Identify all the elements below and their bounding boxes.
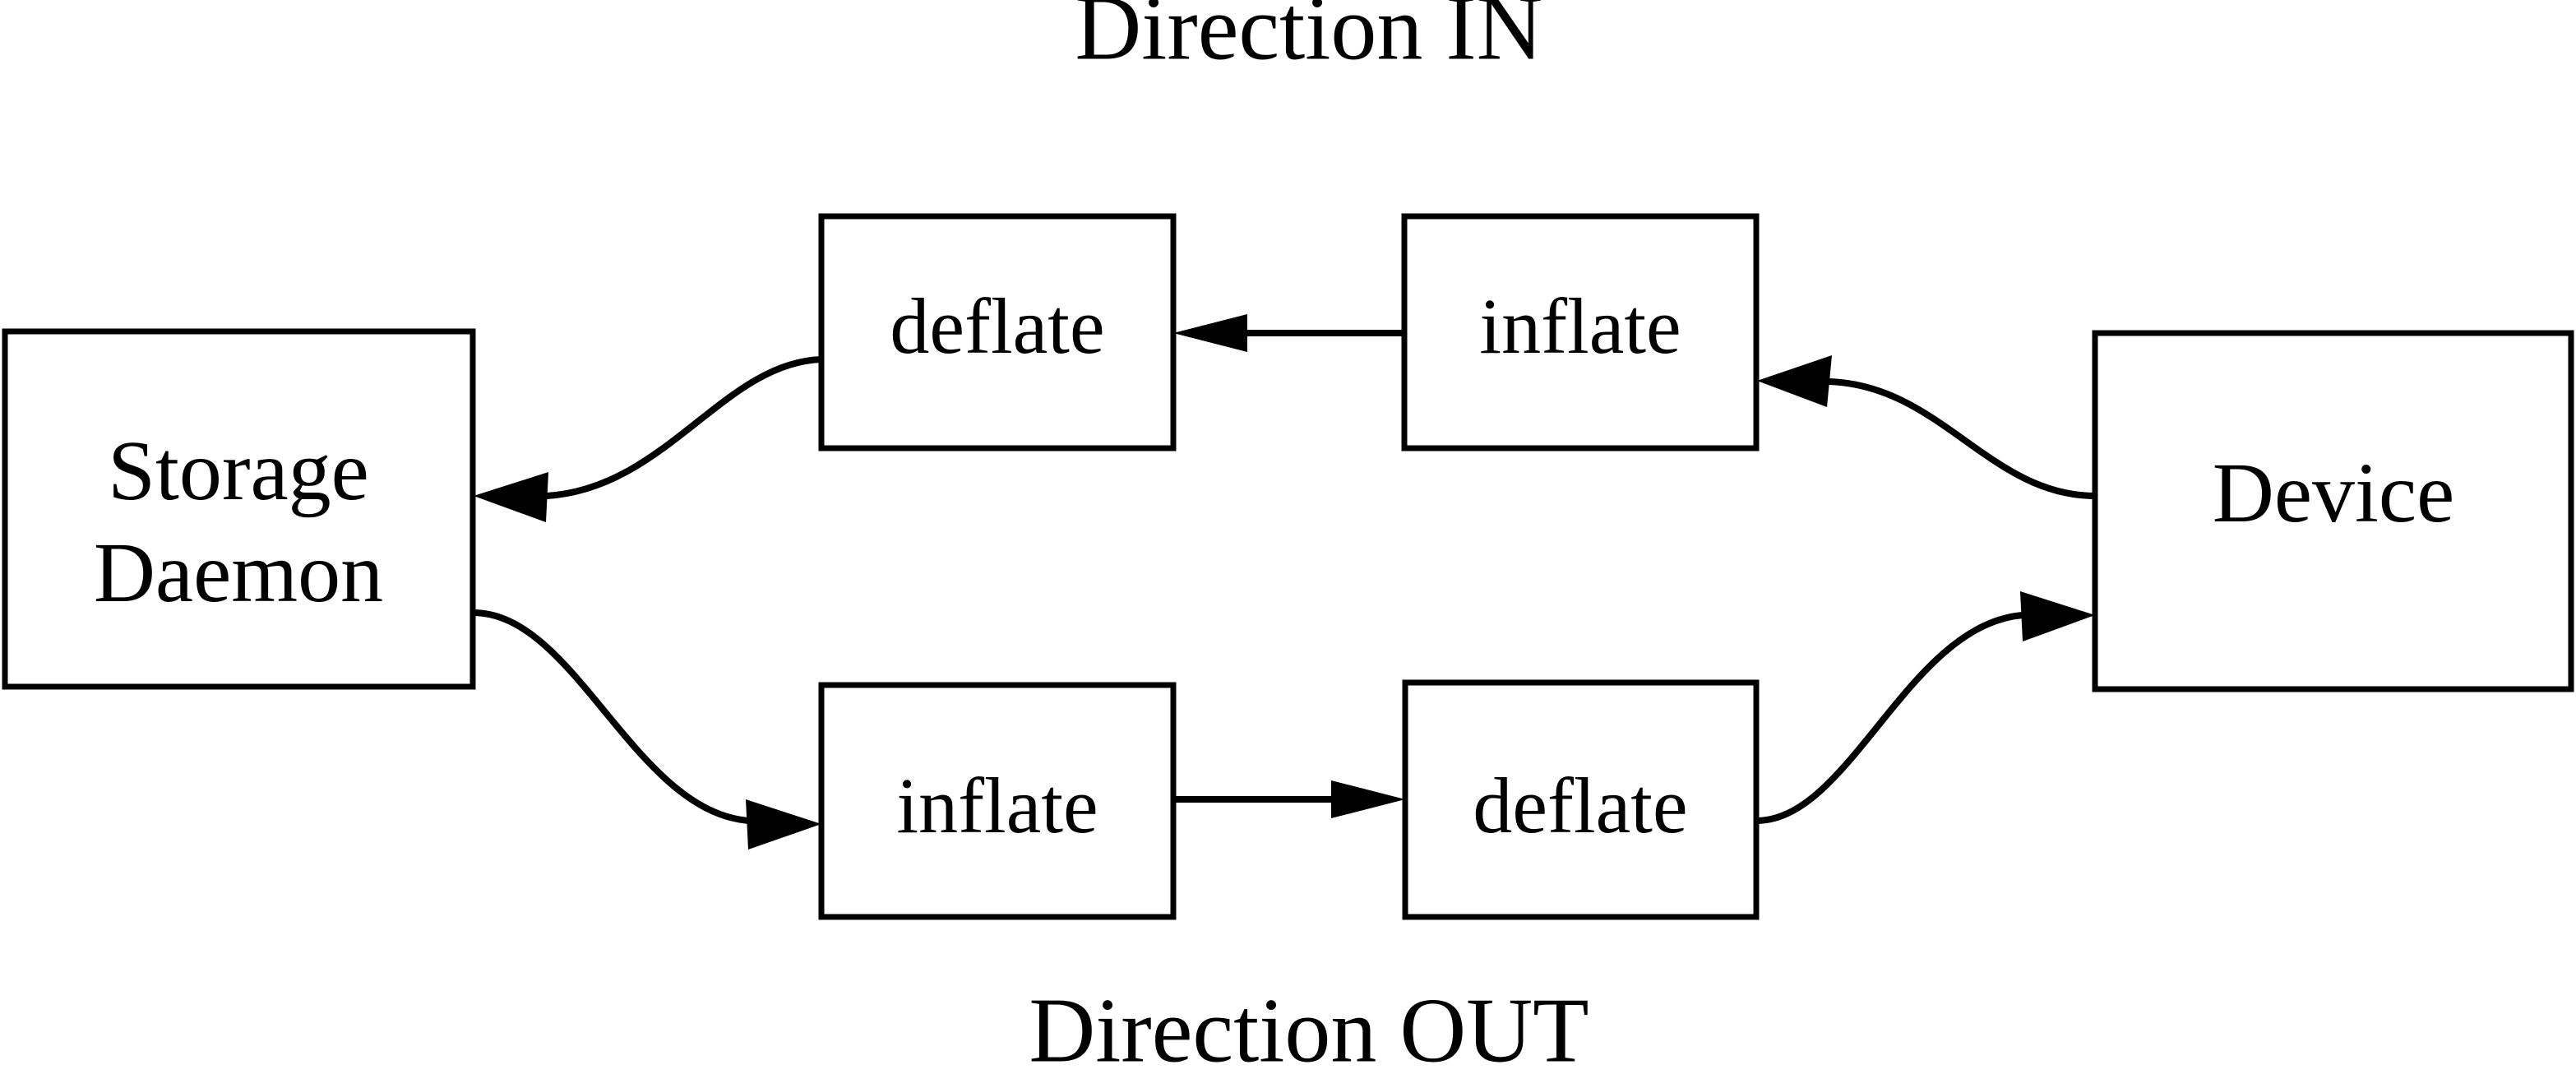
edge-inflate-out-to-deflate-out [1173, 780, 1405, 818]
edge-deflate-out-to-device-line [1755, 612, 2023, 824]
node-deflate-out[interactable]: deflate [1402, 679, 1760, 920]
edge-deflate-out-to-device [1755, 591, 2095, 824]
deflate-in-box[interactable] [818, 213, 1177, 451]
caption-direction-in: Direction IN [1075, 0, 1542, 80]
node-inflate-out[interactable]: inflate [818, 682, 1177, 920]
edge-storage-daemon-to-inflate-out-line [473, 609, 749, 824]
device-box[interactable] [2092, 330, 2574, 692]
edge-storage-daemon-to-inflate-out [473, 609, 821, 850]
device-label: Device [2213, 446, 2454, 540]
node-storage-daemon[interactable]: Storage Daemon [2, 328, 476, 690]
inflate-out-label: inflate [896, 762, 1098, 850]
deflate-in-label: deflate [890, 282, 1104, 370]
arrow-head-left-deflate-in-to-storage-daemon [474, 472, 548, 522]
inflate-out-box[interactable] [818, 682, 1177, 920]
edge-device-to-inflate-in [1757, 355, 2096, 499]
arrow-head-right-inflate-out-to-deflate-out [1331, 780, 1405, 818]
edge-device-to-inflate-in-line [1828, 378, 2096, 499]
arrow-head-right-deflate-out-to-device [2020, 591, 2095, 641]
arrow-head-left-device-to-inflate-in [1757, 355, 1832, 407]
storage-daemon-label-line1: Storage [108, 424, 369, 518]
caption-direction-out: Direction OUT [1029, 980, 1589, 1082]
node-inflate-in[interactable]: inflate [1401, 213, 1760, 451]
node-deflate-in[interactable]: deflate [818, 213, 1177, 451]
node-device[interactable]: Device [2092, 330, 2574, 692]
edge-deflate-in-to-storage-daemon [474, 356, 822, 522]
storage-daemon-label-line2: Daemon [94, 525, 383, 620]
deflate-out-label: deflate [1473, 762, 1687, 850]
storage-daemon-box[interactable] [2, 328, 476, 690]
inflate-in-box[interactable] [1401, 213, 1760, 451]
arrow-head-right-storage-daemon-to-inflate-out [746, 799, 821, 850]
arrow-head-left-inflate-in-to-deflate-in [1173, 314, 1247, 352]
deflate-out-box[interactable] [1402, 679, 1760, 920]
edge-deflate-in-to-storage-daemon-line [546, 356, 822, 499]
inflate-in-label: inflate [1479, 282, 1681, 370]
edge-inflate-in-to-deflate-in [1173, 314, 1404, 352]
